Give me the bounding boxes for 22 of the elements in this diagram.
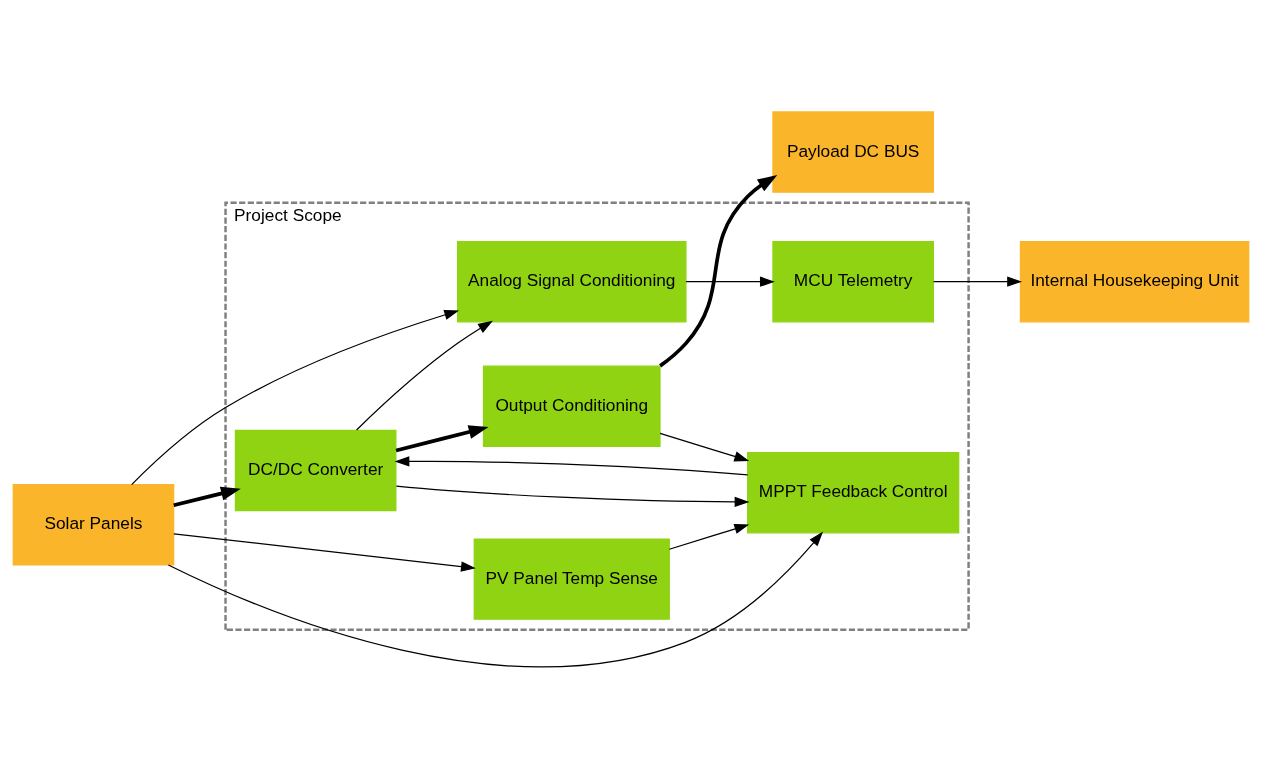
- node-box: Output Conditioning: [482, 365, 661, 447]
- arrow: [933, 275, 1022, 287]
- arrow: [659, 432, 750, 461]
- node-box: Payload DC BUS: [772, 110, 934, 193]
- arrow: [355, 320, 493, 431]
- arrow: [395, 484, 750, 507]
- arrow: [173, 486, 241, 507]
- arrow: [173, 532, 476, 572]
- node-box: MCU Telemetry: [772, 240, 934, 322]
- arrow: [131, 309, 460, 485]
- arrow: [167, 531, 824, 667]
- node-box: Analog Signal Conditioning: [456, 240, 687, 322]
- node-box: MPPT Feedback Control: [747, 451, 960, 533]
- arrow: [668, 523, 750, 550]
- arrow: [395, 424, 489, 452]
- node-box: DC/DC Converter: [234, 429, 397, 511]
- arrow: [685, 275, 775, 287]
- node-box: Solar Panels: [12, 483, 175, 566]
- arrow: [659, 174, 778, 367]
- node-box: Internal Housekeeping Unit: [1019, 240, 1250, 322]
- node-box: PV Panel Temp Sense: [473, 537, 670, 620]
- arrow: [394, 455, 749, 475]
